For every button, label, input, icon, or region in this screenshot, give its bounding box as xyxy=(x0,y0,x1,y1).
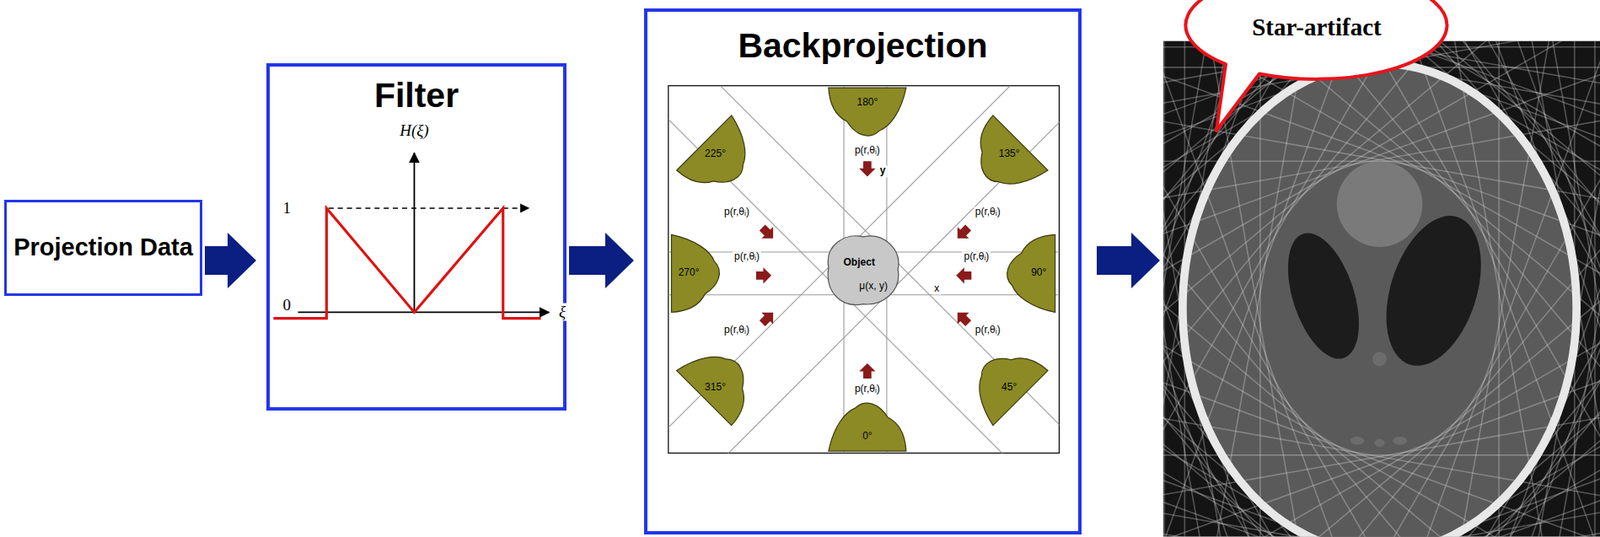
node-title: Backprojection xyxy=(737,26,988,66)
node-title: Star-artifact xyxy=(1251,14,1382,42)
flow-arrow xyxy=(569,232,634,289)
streak-line xyxy=(1163,40,1474,537)
phantom-dot xyxy=(1392,436,1407,446)
streak-line xyxy=(1163,234,1600,537)
tick-label: 0 xyxy=(280,295,293,314)
axis-label: ξ xyxy=(557,303,568,322)
streak-line xyxy=(1163,339,1600,537)
ramp-filter-curve xyxy=(273,208,541,319)
axis-label: x xyxy=(932,283,941,295)
streak-line xyxy=(1163,40,1600,296)
streak-line xyxy=(1163,320,1600,537)
node-title: Filter xyxy=(374,75,459,116)
angle-label: 0° xyxy=(860,430,874,442)
streak-line xyxy=(1163,40,1600,398)
phantom-left-ellipse xyxy=(1273,224,1373,368)
streak-line xyxy=(1163,201,1600,537)
projection-label: p(r,θᵢ) xyxy=(853,145,882,157)
projection-label: p(r,θᵢ) xyxy=(732,251,762,263)
streak-line xyxy=(1163,40,1600,537)
backprojection-illustration xyxy=(537,0,1193,537)
streak-line xyxy=(1163,40,1600,382)
streak-line xyxy=(1183,40,1600,537)
bubble-shape xyxy=(1185,0,1447,131)
streak-line xyxy=(1163,40,1166,537)
angle-label: 45° xyxy=(999,381,1019,393)
streak-line xyxy=(1163,40,1600,415)
flow-arrow xyxy=(204,232,257,289)
object-label: μ(x, y) xyxy=(857,281,890,293)
streak-line xyxy=(1163,40,1600,493)
streak-line xyxy=(1163,40,1600,398)
streak-line xyxy=(1270,40,1600,537)
streak-line xyxy=(1163,320,1600,537)
projection-label: p(r,θᵢ) xyxy=(722,206,752,218)
streak-line xyxy=(1163,40,1507,537)
reconstructed-image xyxy=(1163,40,1600,537)
node-title: Projection Data xyxy=(6,233,200,262)
projection-label: p(r,θᵢ) xyxy=(722,325,752,337)
streak-line xyxy=(1163,339,1600,537)
process-box: Filter xyxy=(266,63,567,411)
angle-label: 315° xyxy=(703,381,728,393)
angle-label: 270° xyxy=(676,268,702,280)
streak-line xyxy=(1163,40,1600,537)
projection-profiles xyxy=(671,87,1055,452)
streak-line xyxy=(1252,40,1600,537)
projection-label: p(r,θᵢ) xyxy=(973,206,1003,218)
phantom-dot xyxy=(1372,352,1387,367)
phantom-right-ellipse xyxy=(1369,204,1499,378)
object-shape xyxy=(827,236,899,306)
projection-label: p(r,θᵢ) xyxy=(961,251,991,263)
streak-line xyxy=(1163,40,1368,537)
angle-label: 225° xyxy=(703,148,728,160)
streak-line xyxy=(1163,40,1401,537)
streak-line xyxy=(1163,40,1600,537)
streak-line xyxy=(1163,219,1600,537)
streak-line xyxy=(1163,40,1600,159)
projection-label: p(r,θᵢ) xyxy=(853,384,882,396)
axis-label: H(ξ) xyxy=(397,121,431,140)
angle-label: 90° xyxy=(1029,268,1048,280)
phantom-top-region xyxy=(1336,161,1423,247)
input-box: Projection Data xyxy=(4,199,203,296)
streak-line xyxy=(1163,40,1600,382)
callout-bubble: Star-artifact xyxy=(1183,0,1450,81)
projection-label: p(r,θᵢ) xyxy=(973,325,1003,337)
phantom-dot xyxy=(1374,438,1385,447)
illustration-frame xyxy=(668,85,1060,454)
direction-arrows xyxy=(756,161,975,379)
projection-ray-lines xyxy=(668,85,1060,454)
angle-label: 135° xyxy=(997,148,1022,160)
streak-line xyxy=(1163,40,1600,493)
filter-graph xyxy=(273,153,549,319)
phantom-dot xyxy=(1349,436,1364,446)
streak-line xyxy=(1163,40,1600,516)
block-arrow xyxy=(1096,232,1160,289)
axis-label: y xyxy=(878,166,888,178)
streak-line xyxy=(1163,40,1401,537)
streak-line xyxy=(1270,40,1600,537)
unity-level-line xyxy=(328,207,529,210)
streak-line xyxy=(1163,40,1600,537)
streak-line xyxy=(1163,40,1600,537)
angle-label: 180° xyxy=(854,97,880,109)
frequency-axis xyxy=(297,311,549,313)
streak-line xyxy=(1163,345,1600,537)
phantom-skull-ring xyxy=(1182,63,1577,537)
streak-line xyxy=(1358,40,1600,537)
tick-label: 1 xyxy=(280,198,293,217)
streak-artifacts xyxy=(1163,40,1600,537)
streak-line xyxy=(1594,40,1596,537)
process-box: Backprojection xyxy=(644,8,1082,535)
response-axis xyxy=(413,153,416,313)
streak-line xyxy=(1163,40,1600,516)
streak-line xyxy=(1358,40,1600,537)
object-label: Object xyxy=(842,257,877,269)
